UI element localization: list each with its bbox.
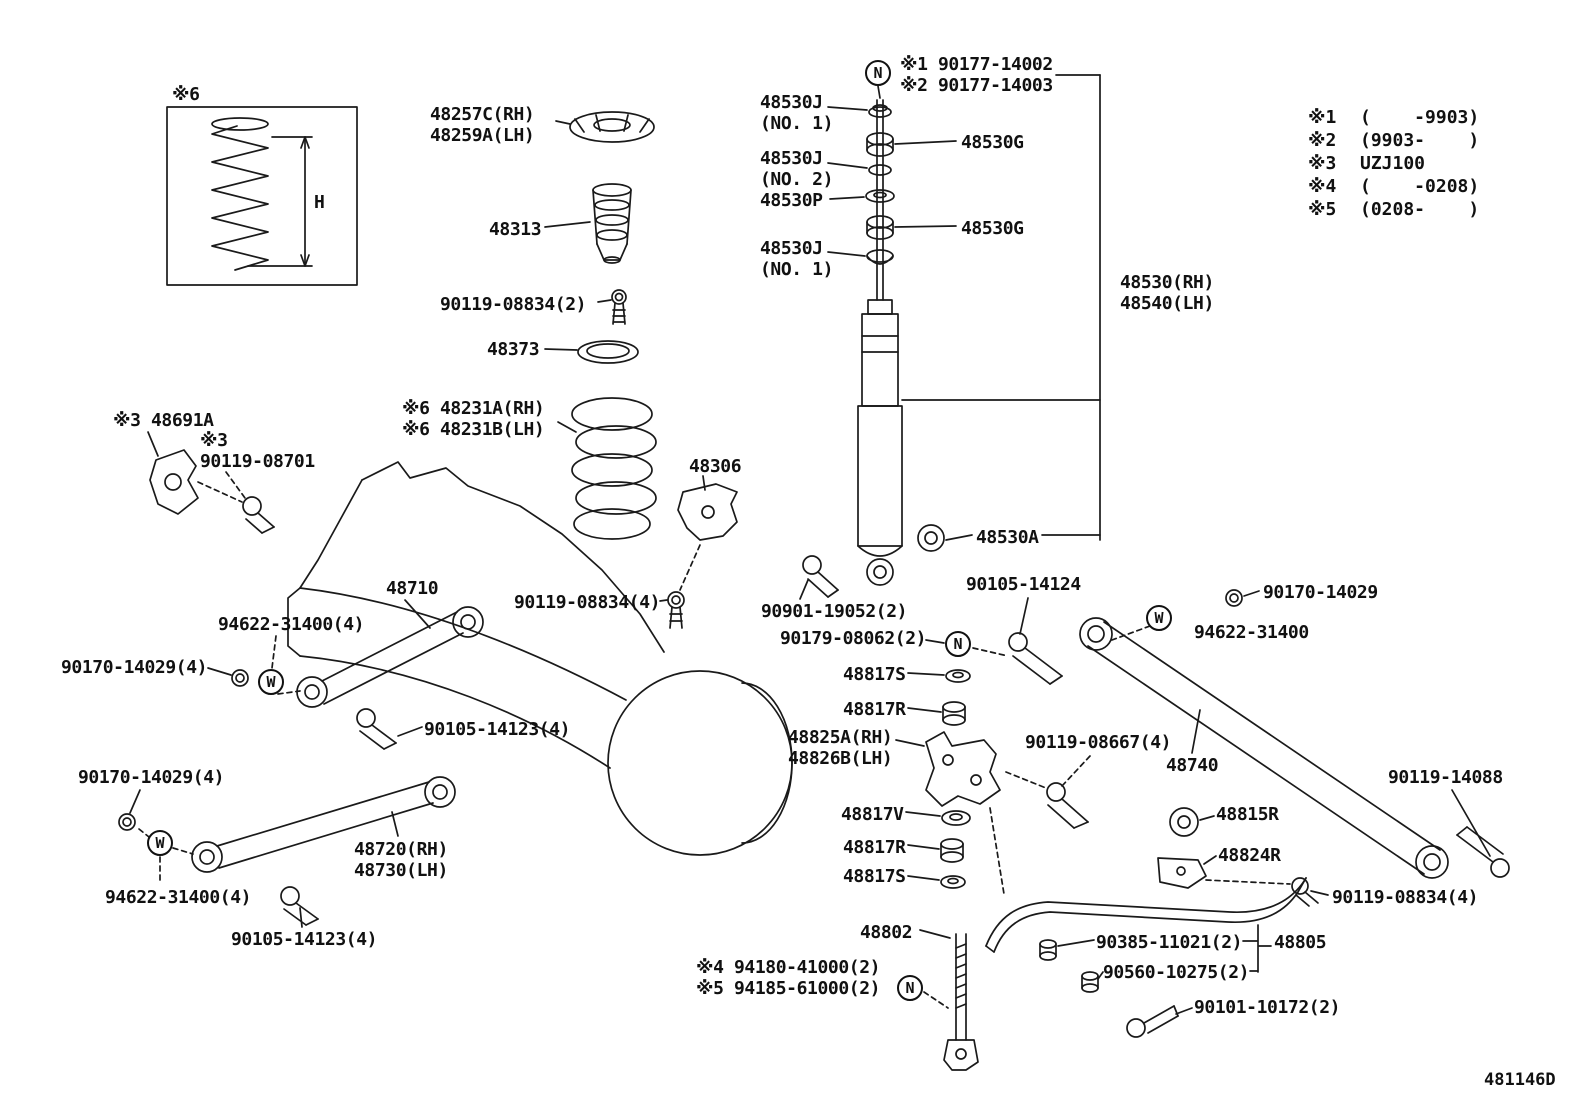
bolt-90901-19052: [799, 555, 1009, 657]
legend-note-value: (0208- ): [1360, 199, 1480, 220]
stabilizer-bar: [985, 877, 1307, 993]
legend-note-symbol: ※4: [1308, 176, 1337, 197]
legend-note-symbol: ※5: [1308, 199, 1337, 220]
legend-note-value: (9903- ): [1360, 130, 1480, 151]
legend-note-symbol: ※3: [1308, 153, 1337, 174]
coil-spring: [557, 397, 657, 540]
legend-note-value: ( -0208): [1360, 176, 1480, 197]
legend-note-value: UZJ100: [1360, 153, 1426, 174]
legend-note-value: ( -9903): [1360, 107, 1480, 128]
spring-insulator-ring: [544, 340, 639, 364]
upper-arm-fasteners: [207, 635, 423, 750]
spring-seat-lower: [659, 475, 738, 629]
assembly-reference-line: [901, 74, 1101, 541]
legend-note-3: ※3 UZJ100: [1308, 152, 1479, 175]
shock-lower-bushings: [895, 669, 1005, 895]
bolt-90119-08834-2: [597, 289, 627, 325]
legend-note-2: ※2 (9903- ): [1308, 129, 1479, 152]
stabilizer-link: [919, 929, 979, 1071]
bolt-90101-10172: [1126, 1005, 1193, 1038]
shock-mount-stack: [827, 85, 957, 301]
diagram-code: 481146D: [1484, 1070, 1556, 1090]
lower-arm-fasteners: [118, 789, 319, 928]
legend-note-1: ※1 ( -9903): [1308, 106, 1479, 129]
legend-note-5: ※5 (0208- ): [1308, 198, 1479, 221]
legend-note-symbol: ※1: [1308, 107, 1337, 128]
spring-seat-top: [555, 111, 655, 143]
legend-note-symbol: ※2: [1308, 130, 1337, 151]
lower-control-arm: [191, 776, 456, 873]
bolt-90119-08667: [1005, 755, 1091, 829]
bump-stop: [544, 183, 632, 264]
legend-note-4: ※4 ( -0208): [1308, 175, 1479, 198]
bracket-48691a: [147, 431, 275, 534]
lateral-control-rod: [1079, 617, 1449, 879]
stabilizer-bushing-bracket: [1157, 807, 1329, 907]
axle-housing: [287, 461, 793, 856]
spring-height-inset-box: [166, 106, 358, 286]
shock-absorber: [857, 299, 973, 586]
lateral-rod-fasteners: [1008, 589, 1510, 878]
